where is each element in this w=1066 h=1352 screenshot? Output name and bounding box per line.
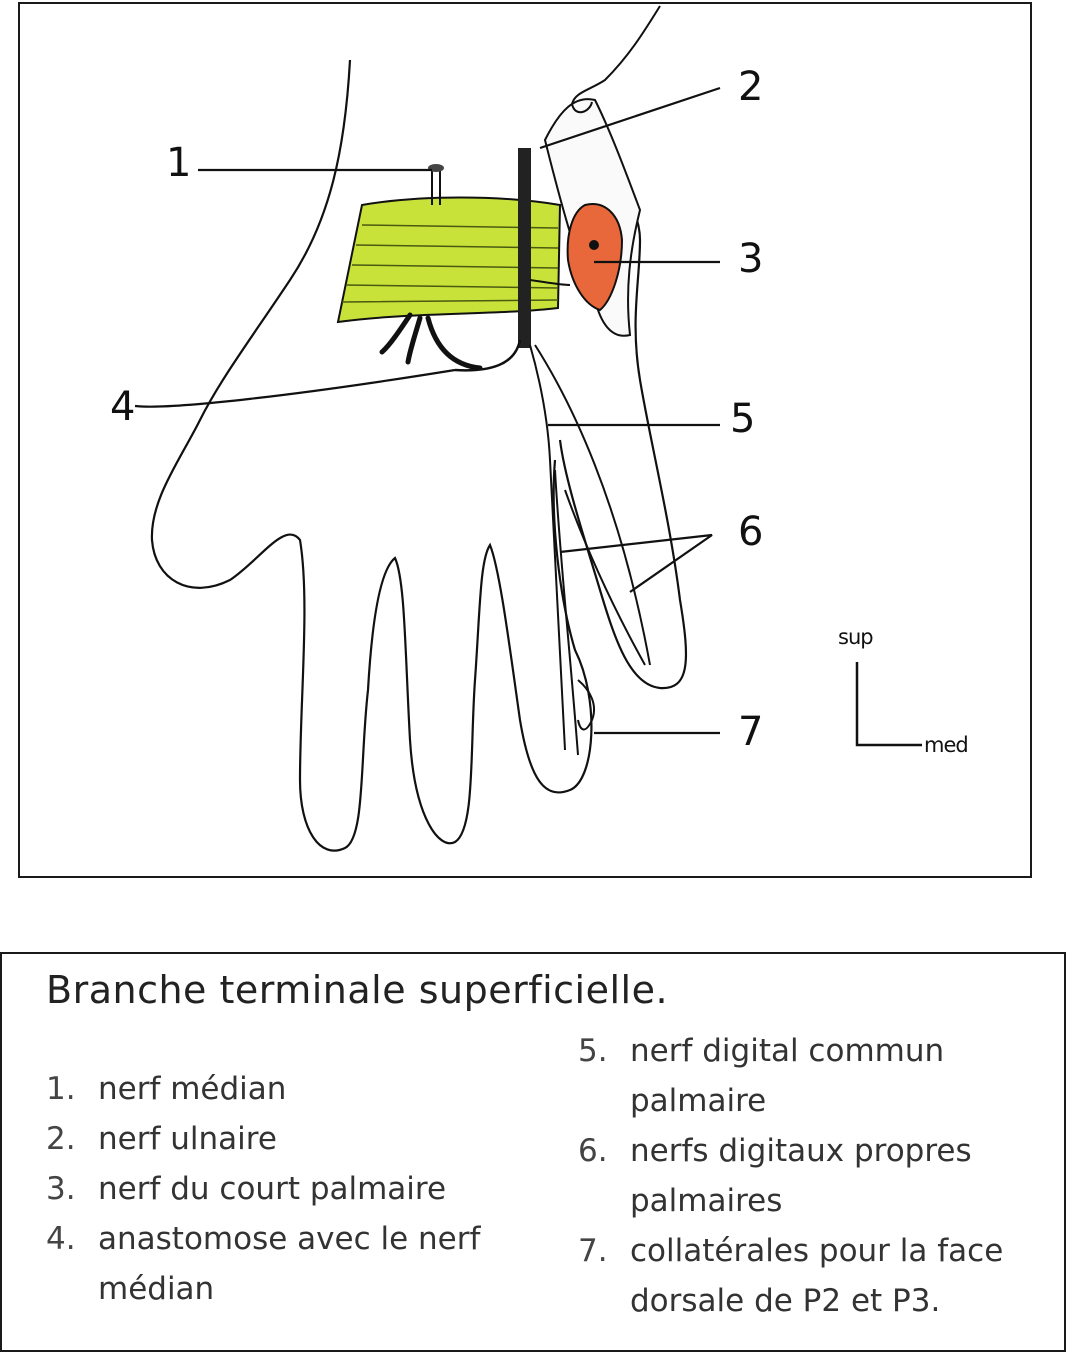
little-finger-outline (558, 129, 688, 690)
median-nerve (431, 168, 441, 205)
orientation-med: med (924, 733, 968, 757)
palmaris-brevis-muscle (566, 203, 624, 312)
legend-item-5: 5. nerf digital commun palmaire (578, 1026, 1058, 1126)
legend-text: collatérales pour la face dorsale de P2 … (630, 1233, 1004, 1319)
legend-text: anastomose avec le nerf médian (98, 1221, 481, 1307)
callout-1: 1 (166, 140, 191, 186)
callout-7: 7 (738, 709, 763, 755)
callout-6: 6 (738, 509, 763, 555)
anastomosis (454, 339, 522, 372)
legend-text: nerf du court palmaire (98, 1171, 447, 1207)
figure-frame (18, 2, 1032, 878)
dorsal-collaterals (577, 679, 596, 731)
callout-4: 4 (110, 384, 135, 430)
legend-box: Branche terminale superficielle. 1. nerf… (0, 952, 1066, 1352)
callout-2: 2 (738, 64, 763, 110)
legend-text: nerf digital commun palmaire (630, 1033, 945, 1119)
legend-number: 6. (578, 1133, 608, 1169)
orientation-marker: sup med (838, 625, 969, 757)
legend-item-7: 7. collatérales pour la face dorsale de … (578, 1226, 1058, 1326)
legend-number: 4. (46, 1221, 76, 1257)
common-digital-nerve (529, 344, 651, 756)
legend-column-right: 5. nerf digital commun palmaire 6. nerfs… (578, 1026, 1058, 1326)
legend-number: 2. (46, 1121, 76, 1157)
retractor-hook (570, 5, 661, 114)
legend-item-6: 6. nerfs digitaux propres palmaires (578, 1126, 1058, 1226)
legend-number: 7. (578, 1233, 608, 1269)
legend-number: 3. (46, 1171, 76, 1207)
hand-illustration: 1 2 3 4 5 6 7 sup med (110, 5, 969, 852)
legend-item-1: 1. nerf médian (46, 1064, 546, 1114)
orientation-sup: sup (838, 625, 873, 649)
legend-text: nerf ulnaire (98, 1121, 277, 1157)
callout-5: 5 (730, 396, 755, 442)
legend-title: Branche terminale superficielle. (46, 968, 669, 1012)
muscle-nerve-entry (589, 240, 599, 250)
legend-item-2: 2. nerf ulnaire (46, 1114, 546, 1164)
legend-text: nerfs digitaux propres palmaires (630, 1133, 972, 1219)
legend-item-4: 4. anastomose avec le nerf médian (46, 1214, 546, 1314)
hand-outline (150, 59, 593, 852)
legend-item-3: 3. nerf du court palmaire (46, 1164, 546, 1214)
legend-number: 1. (46, 1071, 76, 1107)
legend-column-left: 1. nerf médian 2. nerf ulnaire 3. nerf d… (46, 1064, 546, 1314)
flexor-retinaculum (336, 196, 562, 324)
callout-3: 3 (738, 236, 763, 282)
legend-text: nerf médian (98, 1071, 287, 1107)
legend-number: 5. (578, 1033, 608, 1069)
